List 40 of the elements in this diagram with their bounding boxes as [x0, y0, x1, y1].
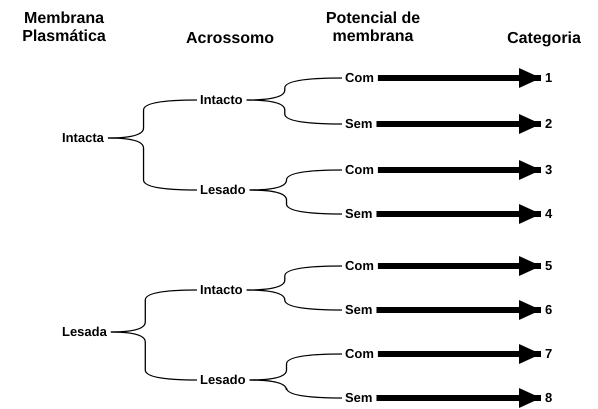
node-label: Sem	[345, 116, 372, 132]
node-label: Com	[345, 162, 374, 178]
node-label: 4	[545, 206, 552, 222]
node-label: Lesado	[200, 182, 246, 198]
node-label: 3	[545, 162, 552, 178]
node-label: Intacta	[62, 130, 104, 146]
node-label: 1	[545, 70, 552, 86]
node-label: Sem	[345, 390, 372, 406]
arrow	[376, 204, 541, 224]
arrow	[378, 160, 541, 180]
node-label: Intacto	[200, 282, 243, 298]
node-label: Intacto	[200, 92, 243, 108]
node-label: 5	[545, 258, 552, 274]
arrow	[376, 114, 541, 134]
node-label: Sem	[345, 302, 372, 318]
arrow	[376, 388, 541, 408]
node-label: Com	[345, 70, 374, 86]
column-heading: Acrossomo	[184, 30, 276, 48]
node-label: Com	[345, 258, 374, 274]
column-heading: Membrana Plasmática	[21, 10, 107, 46]
arrow	[378, 256, 541, 276]
brace	[108, 137, 197, 191]
node-label: 8	[545, 390, 552, 406]
node-label: 7	[545, 346, 552, 362]
brace	[250, 379, 342, 399]
arrow	[378, 68, 541, 88]
column-heading: Categoria	[506, 30, 582, 48]
brace	[246, 289, 342, 311]
node-label: 6	[545, 302, 552, 318]
node-label: Sem	[345, 206, 372, 222]
node-label: 2	[545, 116, 552, 132]
node-label: Com	[345, 346, 374, 362]
node-label: Lesada	[62, 324, 107, 340]
node-label: Lesado	[200, 372, 246, 388]
brace	[246, 99, 342, 125]
column-heading: Potencial de membrana	[324, 10, 422, 46]
brace	[250, 189, 342, 215]
arrow	[376, 300, 541, 320]
brace	[110, 331, 197, 381]
arrow	[378, 344, 541, 364]
